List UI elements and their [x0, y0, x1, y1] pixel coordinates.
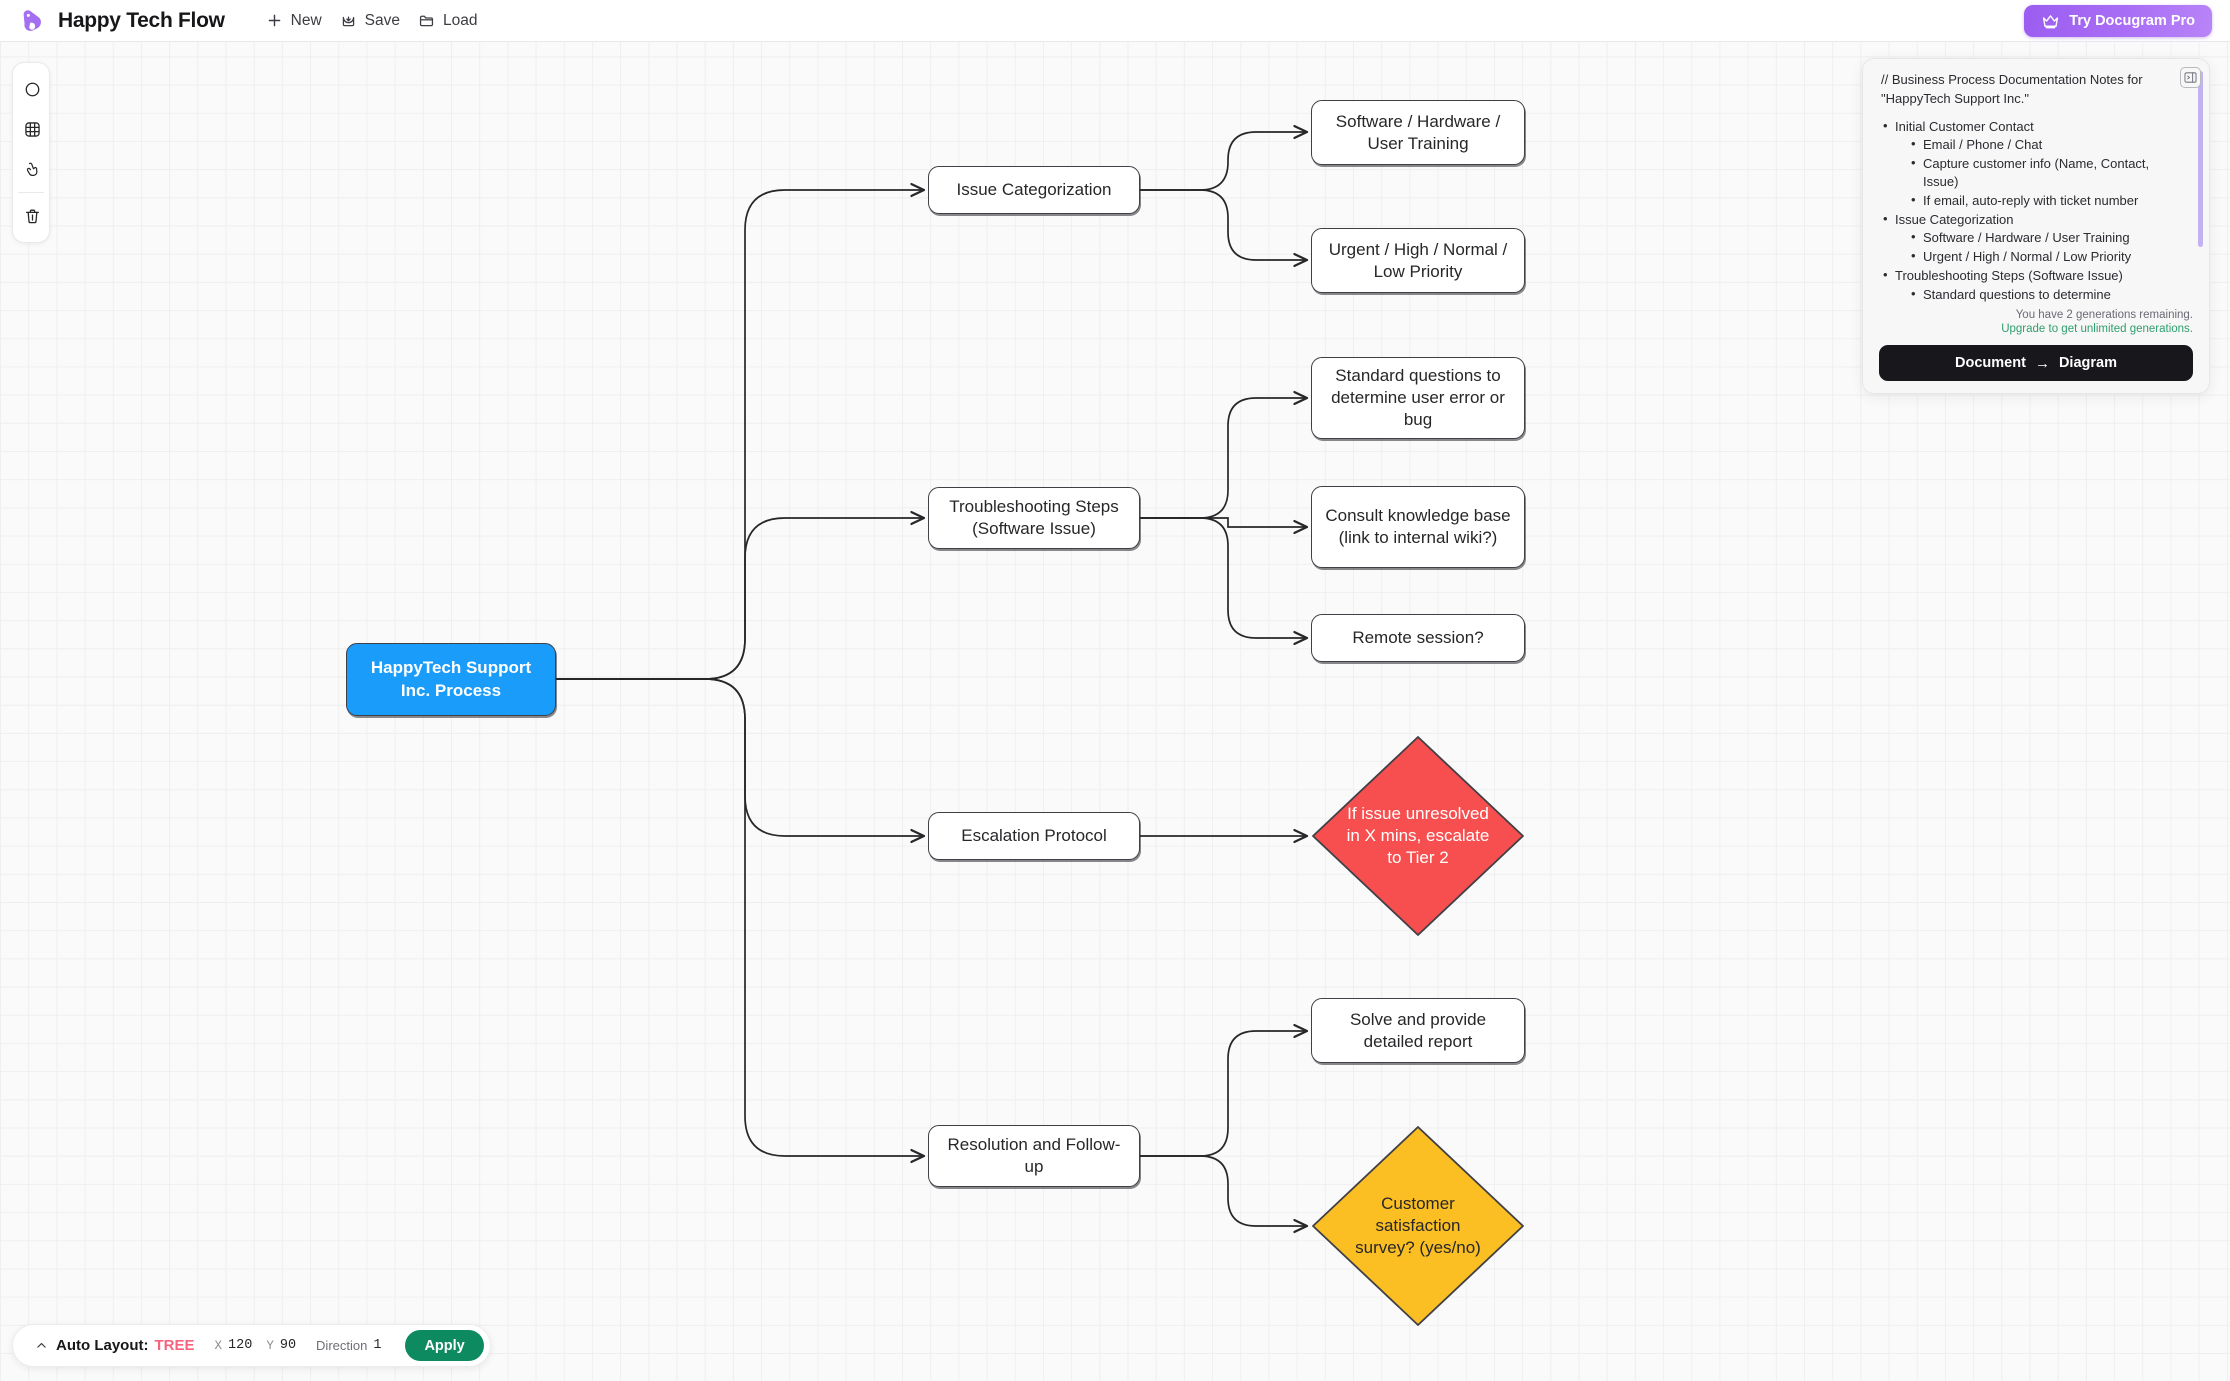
- outline-subitem: Email / Phone / Chat: [1909, 135, 2187, 154]
- auto-layout-direction-label: Direction: [316, 1338, 368, 1353]
- auto-layout-bar: Auto Layout: TREE X 120 Y 90 Direction 1…: [12, 1324, 491, 1367]
- grid-tool[interactable]: [13, 109, 51, 149]
- flow-node-label: Customer satisfaction survey? (yes/no): [1355, 1194, 1481, 1257]
- outline-sublist: Standard questions to determine: [1909, 285, 2187, 304]
- outline-item-label: Troubleshooting Steps (Software Issue): [1895, 268, 2123, 284]
- plus-icon: [268, 14, 280, 27]
- document-to-diagram-button[interactable]: Document → Diagram: [1879, 345, 2193, 382]
- documentation-footer: You have 2 generations remaining. Upgrad…: [1863, 309, 2209, 394]
- save-icon: [342, 16, 354, 27]
- rail-divider: [18, 192, 44, 193]
- tool-rail: [12, 62, 50, 243]
- flow-node-res[interactable]: Resolution and Follow-up: [928, 1125, 1140, 1187]
- flow-node-res1[interactable]: Solve and provide detailed report: [1311, 998, 1525, 1063]
- flow-node-label: Standard questions to determine user err…: [1331, 366, 1505, 429]
- pointer-hand-icon: [26, 162, 37, 176]
- outline-subitem: If email, auto-reply with ticket number: [1909, 190, 2187, 210]
- flow-node-cat[interactable]: Issue Categorization: [928, 166, 1140, 214]
- auto-layout-x-field[interactable]: X 120: [215, 1338, 253, 1353]
- flow-node-label: Resolution and Follow-up: [947, 1135, 1121, 1176]
- flow-node-label: Escalation Protocol: [961, 826, 1107, 846]
- flow-node-esc[interactable]: Escalation Protocol: [928, 812, 1140, 860]
- folder-icon: [419, 15, 434, 27]
- outline-item: Troubleshooting Steps (Software Issue)St…: [1881, 266, 2187, 304]
- documentation-outline: Initial Customer ContactEmail / Phone / …: [1881, 117, 2187, 305]
- auto-layout-collapse-button[interactable]: [35, 1339, 48, 1352]
- auto-layout-x-value[interactable]: 120: [228, 1338, 253, 1353]
- arrow-right-icon: →: [2034, 354, 2050, 372]
- outline-item: Initial Customer ContactEmail / Phone / …: [1881, 117, 2187, 210]
- crown-icon: [2043, 14, 2059, 28]
- outline-item-label: Initial Customer Contact: [1895, 118, 2034, 134]
- new-label: New: [290, 11, 322, 29]
- save-label: Save: [364, 11, 400, 29]
- auto-layout-x-key: X: [214, 1338, 223, 1353]
- chevron-up-icon: [37, 1342, 46, 1348]
- flow-node-label: Issue Categorization: [956, 180, 1112, 200]
- flow-node-cat1[interactable]: Software / Hardware / User Training: [1311, 100, 1525, 165]
- outline-sublist: Software / Hardware / User TrainingUrgen…: [1909, 228, 2187, 266]
- panel-collapse-icon: [2184, 72, 2197, 83]
- flow-node-label: Consult knowledge base (link to internal…: [1325, 506, 1511, 547]
- documentation-scroll-area[interactable]: // Business Process Documentation Notes …: [1863, 59, 2209, 309]
- app-title: Happy Tech Flow: [58, 8, 225, 32]
- flow-node-trb2[interactable]: Consult knowledge base (link to internal…: [1311, 486, 1525, 568]
- documentation-scrollbar-thumb[interactable]: [2198, 71, 2203, 247]
- flow-node-trb[interactable]: Troubleshooting Steps (Software Issue): [928, 487, 1140, 549]
- documentation-panel: // Business Process Documentation Notes …: [1862, 58, 2210, 395]
- grid-icon: [24, 121, 40, 137]
- diamond-shape: [1312, 1126, 1524, 1326]
- diamond-shape: [1312, 736, 1524, 936]
- flow-node-label: HappyTech Support Inc. Process: [370, 658, 532, 700]
- flow-node-label: Software / Hardware / User Training: [1335, 111, 1501, 153]
- flow-node-root[interactable]: HappyTech Support Inc. Process: [346, 643, 556, 716]
- flow-node-label: Solve and provide detailed report: [1349, 1009, 1487, 1051]
- pointer-hand-tool[interactable]: [13, 149, 51, 189]
- upgrade-link[interactable]: Upgrade to get unlimited generations.: [2001, 323, 2193, 336]
- outline-subitem: Standard questions to determine: [1909, 285, 2187, 304]
- auto-layout-y-value[interactable]: 90: [279, 1338, 297, 1353]
- save-button[interactable]: Save: [331, 7, 409, 35]
- convert-left-label: Document: [1955, 355, 2026, 372]
- auto-layout-y-field[interactable]: Y 90: [266, 1338, 296, 1353]
- try-pro-label: Try Docugram Pro: [2069, 13, 2195, 29]
- apply-button[interactable]: Apply: [405, 1330, 484, 1361]
- flow-node-label: Remote session?: [1352, 628, 1484, 648]
- try-pro-button[interactable]: Try Docugram Pro: [2024, 5, 2212, 37]
- outline-sublist: Email / Phone / ChatCapture customer inf…: [1909, 135, 2187, 210]
- flow-node-label: If issue unresolved in X mins, escalate …: [1346, 804, 1490, 867]
- auto-layout-title: Auto Layout:: [56, 1337, 149, 1354]
- flow-node-label: Troubleshooting Steps (Software Issue): [949, 497, 1119, 538]
- shape-circle-tool[interactable]: [13, 69, 51, 109]
- flow-node-res2[interactable]: Customer satisfaction survey? (yes/no): [1311, 1125, 1525, 1327]
- load-button[interactable]: Load: [409, 7, 486, 35]
- auto-layout-direction-field[interactable]: Direction 1: [316, 1338, 381, 1353]
- flow-node-esc1[interactable]: If issue unresolved in X mins, escalate …: [1311, 735, 1525, 937]
- top-toolbar: Happy Tech Flow New Save Load Try Docugr…: [0, 0, 2230, 42]
- auto-layout-y-key: Y: [266, 1338, 274, 1353]
- new-button[interactable]: New: [257, 7, 331, 35]
- auto-layout-direction-value[interactable]: 1: [373, 1338, 382, 1353]
- flow-node-label: Urgent / High / Normal / Low Priority: [1328, 239, 1508, 281]
- panel-collapse-button[interactable]: [2180, 67, 2201, 88]
- shape-circle-icon: [25, 82, 39, 96]
- app-logo-icon: [23, 9, 41, 31]
- flow-node-trb3[interactable]: Remote session?: [1311, 614, 1525, 662]
- outline-subitem: Software / Hardware / User Training: [1909, 228, 2187, 247]
- flow-node-trb1[interactable]: Standard questions to determine user err…: [1311, 357, 1525, 439]
- flow-node-cat2[interactable]: Urgent / High / Normal / Low Priority: [1311, 228, 1525, 293]
- generations-remaining-text: You have 2 generations remaining.: [2015, 309, 2193, 322]
- outline-subitem: Capture customer info (Name, Contact, Is…: [1909, 154, 2187, 192]
- delete-tool[interactable]: [13, 196, 51, 236]
- convert-right-label: Diagram: [2058, 355, 2117, 372]
- outline-subitem: Urgent / High / Normal / Low Priority: [1909, 247, 2187, 266]
- outline-item-label: Issue Categorization: [1895, 211, 2014, 227]
- documentation-heading: // Business Process Documentation Notes …: [1881, 72, 2143, 106]
- load-label: Load: [443, 11, 478, 29]
- auto-layout-mode[interactable]: TREE: [154, 1337, 195, 1354]
- trash-icon: [25, 209, 39, 223]
